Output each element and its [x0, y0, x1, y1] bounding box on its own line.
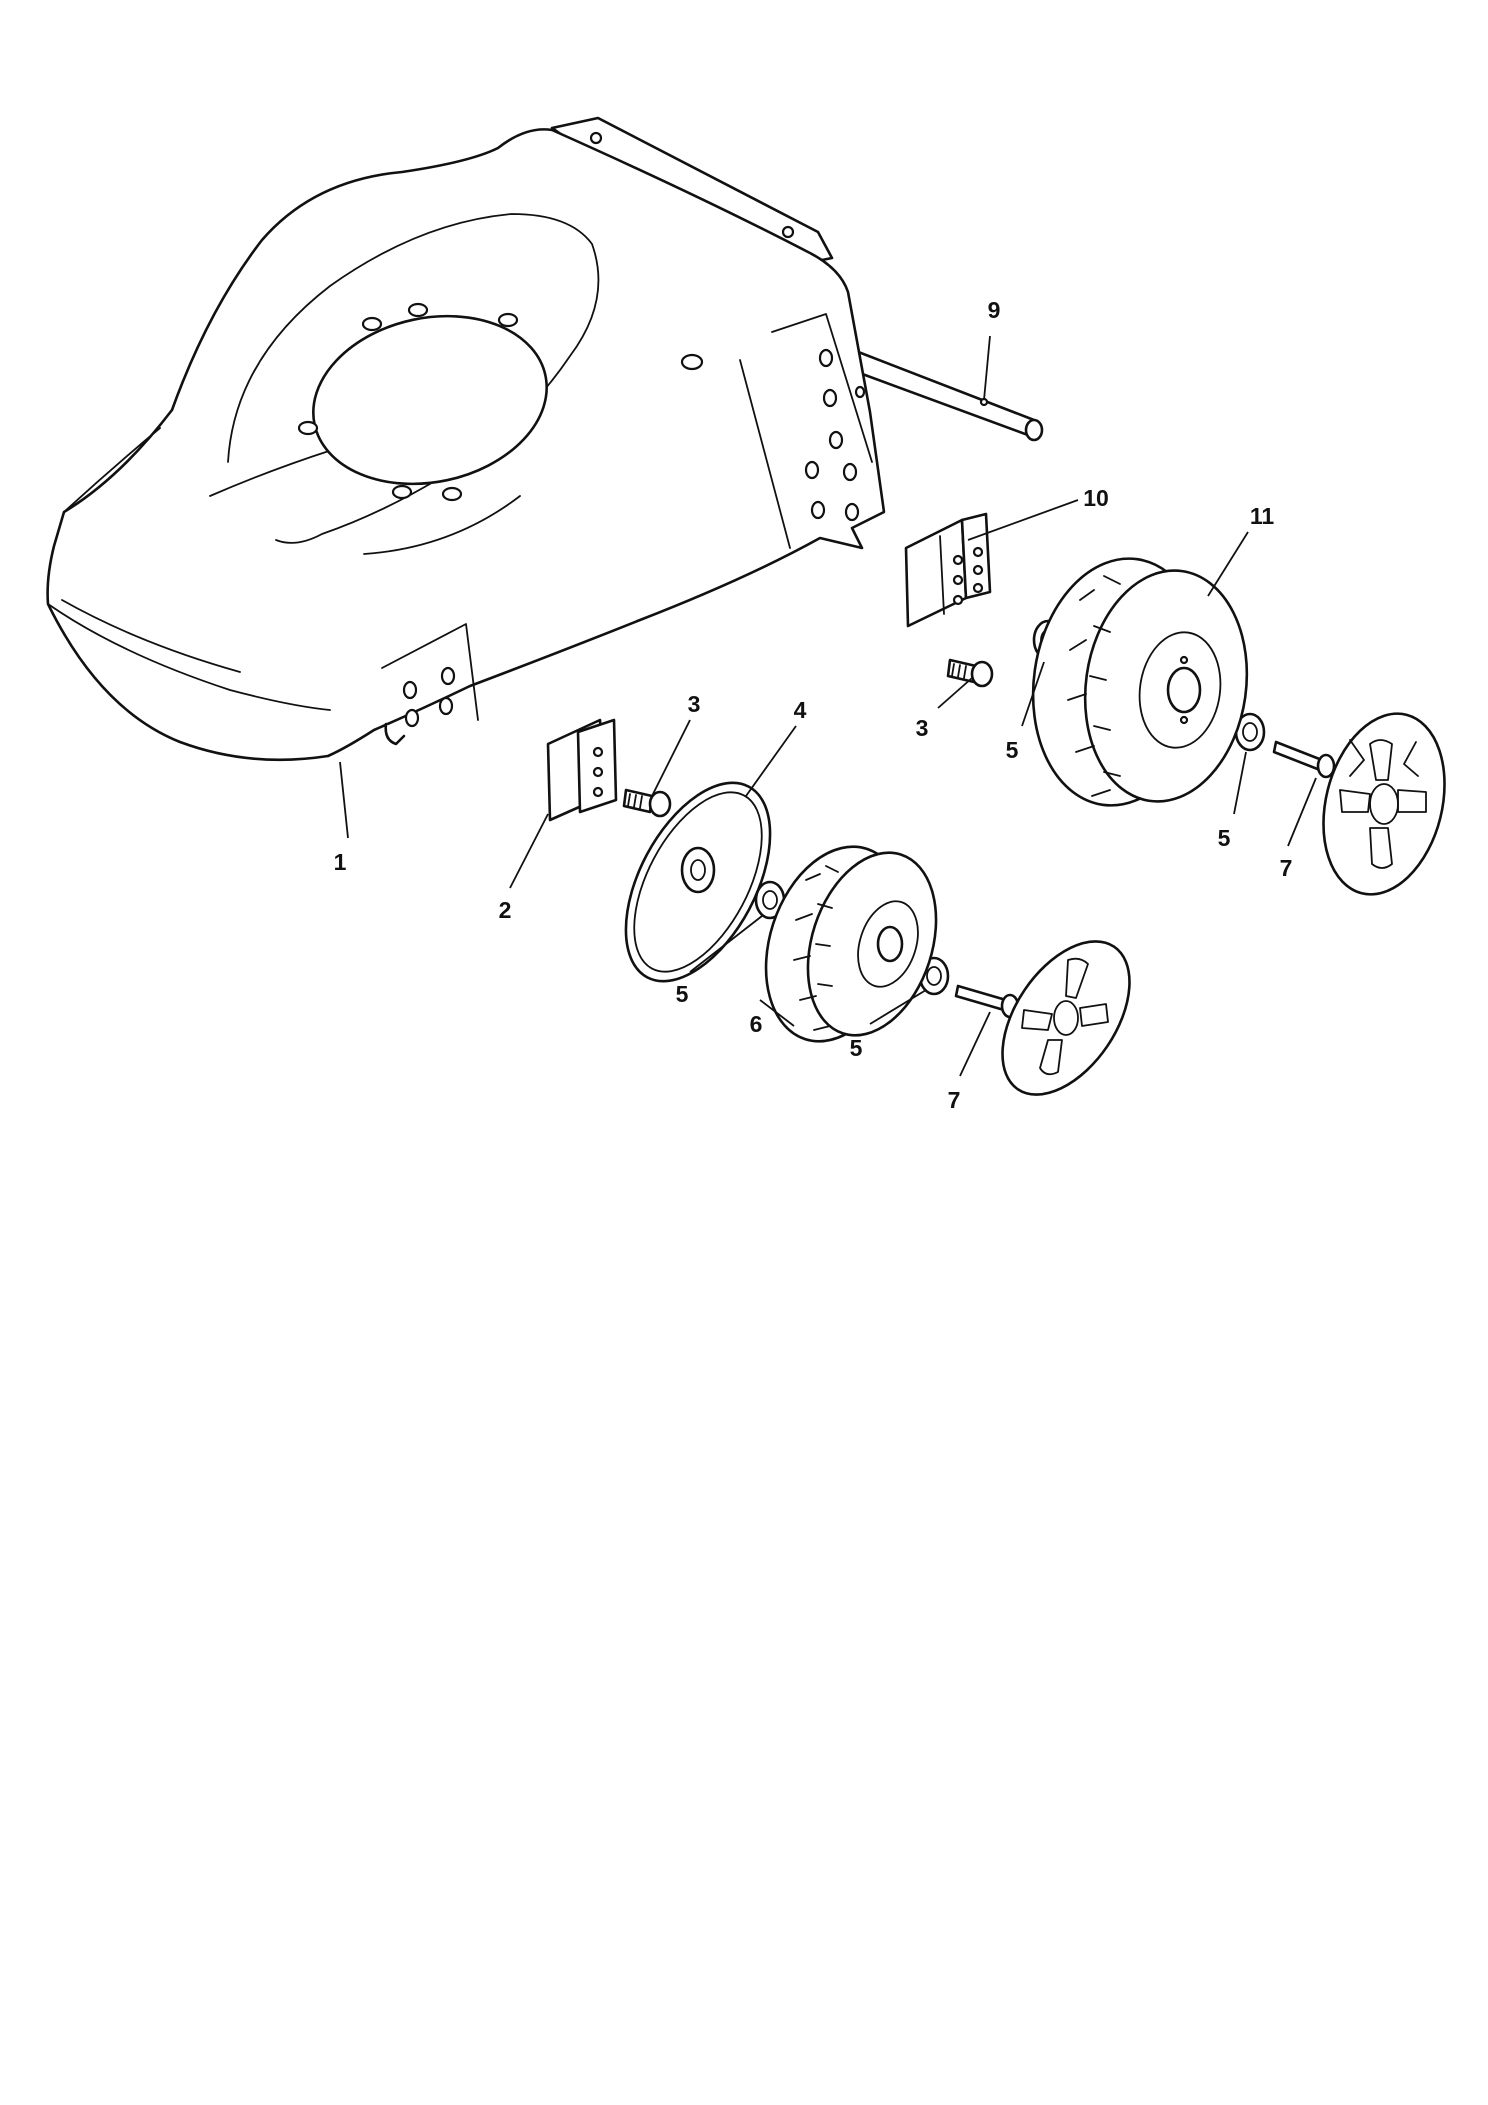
callout-7b: 7	[948, 1087, 961, 1113]
front-wheel	[764, 845, 938, 1043]
hub-cap-front	[1001, 940, 1131, 1096]
rear-axle-rod	[844, 346, 1044, 442]
axle-bolt-upper	[1272, 740, 1336, 779]
rear-wheel	[1031, 557, 1249, 807]
callout-3b: 3	[916, 715, 929, 741]
callout-9: 9	[988, 297, 1001, 323]
callout-labels: 1 2 3 3 4 5 5 5 5 6 7 7 9 10 11	[334, 297, 1293, 1113]
callout-3a: 3	[688, 691, 701, 717]
hub-cap-rear	[1322, 712, 1446, 896]
mower-deck	[46, 116, 1044, 762]
callout-5d: 5	[850, 1035, 863, 1061]
callout-2: 2	[499, 897, 512, 923]
callout-5c: 5	[676, 981, 689, 1007]
height-bracket-left	[546, 718, 618, 822]
callout-4: 4	[794, 697, 807, 723]
screw-lower	[622, 788, 672, 818]
deck-top-recess	[227, 213, 600, 544]
screw-upper	[946, 658, 994, 688]
callout-6: 6	[750, 1011, 763, 1037]
callout-5b: 5	[1218, 825, 1231, 851]
callout-11: 11	[1250, 503, 1275, 529]
callout-7a: 7	[1280, 855, 1293, 881]
callout-1: 1	[334, 849, 347, 875]
axle-bolt-lower	[954, 984, 1020, 1019]
leader-lines	[339, 335, 1317, 1077]
callout-5a: 5	[1006, 737, 1019, 763]
wheel-cover-disc	[624, 781, 772, 983]
callout-10: 10	[1083, 485, 1109, 511]
bearing-3	[754, 880, 786, 920]
height-bracket-right	[904, 512, 992, 628]
